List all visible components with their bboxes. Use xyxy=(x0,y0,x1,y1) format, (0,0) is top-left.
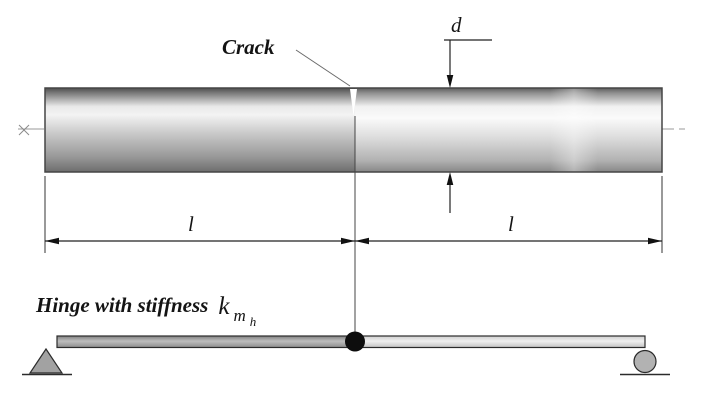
beam-model xyxy=(22,331,670,376)
shaft xyxy=(44,87,663,173)
crack-leader-line xyxy=(295,49,351,87)
roller-support xyxy=(620,349,670,376)
left-dim-arrow-right xyxy=(341,237,355,245)
stiffness-subsubscript: h xyxy=(250,314,257,329)
beam-left-half xyxy=(57,336,355,348)
right-dim-arrow-right xyxy=(648,237,662,245)
right-length-label: l xyxy=(508,212,514,236)
pin-support-triangle xyxy=(28,347,64,374)
crack-notch xyxy=(350,89,357,116)
left-dim-arrow-left xyxy=(45,237,59,245)
crack-label: Crack xyxy=(222,35,275,59)
pin-support xyxy=(22,347,72,376)
hinge-label-prefix: Hinge with stiffness xyxy=(35,293,208,317)
shaft-right-half xyxy=(355,88,662,172)
right-dim-arrow-left xyxy=(355,237,369,245)
shaft-left-half xyxy=(45,88,355,172)
extension-lines xyxy=(44,116,663,341)
hinge-label: Hinge with stiffness k m h xyxy=(35,293,256,329)
beam-right-half xyxy=(355,336,645,348)
shaft-highlight-band xyxy=(550,88,598,172)
left-length-label: l xyxy=(188,212,194,236)
hinge-dot xyxy=(345,331,365,352)
stiffness-subscript: m xyxy=(233,306,245,325)
hinge-label-group: Hinge with stiffness k m h xyxy=(35,293,256,329)
depth-dimension: d xyxy=(444,13,492,213)
depth-arrow-down xyxy=(446,75,454,88)
roller-support-circle xyxy=(633,349,657,374)
depth-label: d xyxy=(451,13,462,37)
depth-arrow-up xyxy=(446,172,454,185)
stiffness-symbol: k xyxy=(218,293,230,320)
length-dimensions: l l xyxy=(45,212,662,245)
centerline-end-mark xyxy=(18,124,30,136)
shaft-outline xyxy=(44,87,663,173)
crack-callout: Crack xyxy=(222,35,351,87)
